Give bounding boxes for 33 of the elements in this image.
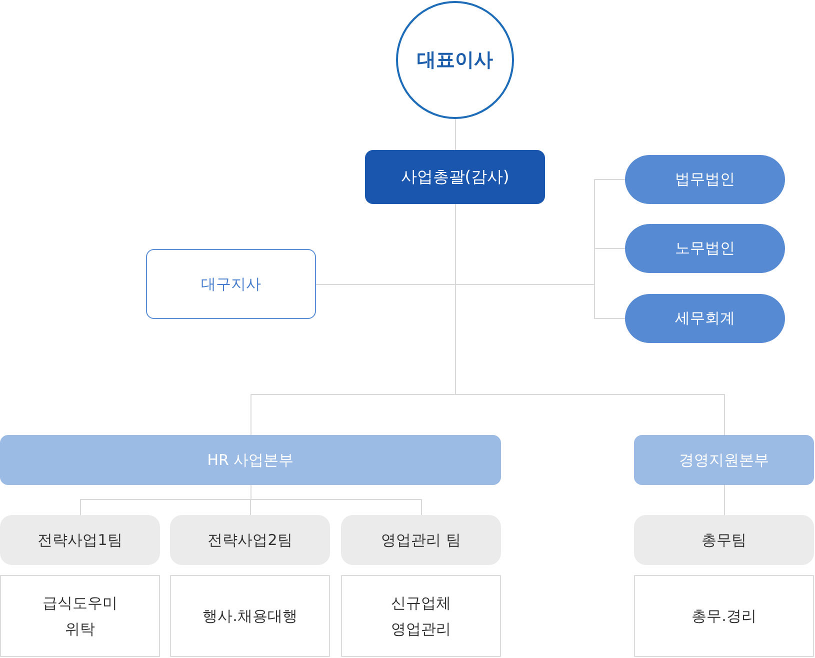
executive-box <box>365 150 545 204</box>
node-label: 전략사업2팀 <box>208 530 292 551</box>
duty-box <box>0 575 160 657</box>
team-box <box>0 515 160 565</box>
duty-box <box>170 575 330 657</box>
node-label: 급식도우미 위탁 <box>42 592 118 640</box>
node-label: 신규업체 영업관리 <box>390 592 452 640</box>
node-label: 전략사업1팀 <box>38 530 122 551</box>
node-label: 사업총괄(감사) <box>400 166 510 188</box>
node-label: 총무팀 <box>702 530 746 551</box>
division-box <box>0 435 501 485</box>
node-label: 대표이사 <box>417 48 493 73</box>
node-label: 법무법인 <box>675 169 735 190</box>
node-label: 영업관리 팀 <box>381 530 461 551</box>
node-label: 세무회계 <box>675 308 735 330</box>
duty-box <box>341 575 501 657</box>
connector-line <box>724 484 725 516</box>
node-label: HR 사업본부 <box>207 450 294 471</box>
node-label: 노무법인 <box>675 238 735 260</box>
team-box <box>170 515 330 565</box>
advisor-pill <box>625 155 785 204</box>
node-label: 총무.경리 <box>692 606 756 627</box>
node-label: 행사.채용대행 <box>202 606 298 627</box>
team-box <box>634 515 814 565</box>
advisor-pill <box>625 224 785 273</box>
advisor-pill <box>625 294 785 343</box>
connector-line <box>455 118 456 150</box>
division-box <box>634 435 814 485</box>
node-label: 대구지사 <box>201 274 261 294</box>
node-label: 경영지원본부 <box>679 450 769 471</box>
duty-box <box>634 575 814 657</box>
branch-box <box>146 249 316 319</box>
team-box <box>341 515 501 565</box>
